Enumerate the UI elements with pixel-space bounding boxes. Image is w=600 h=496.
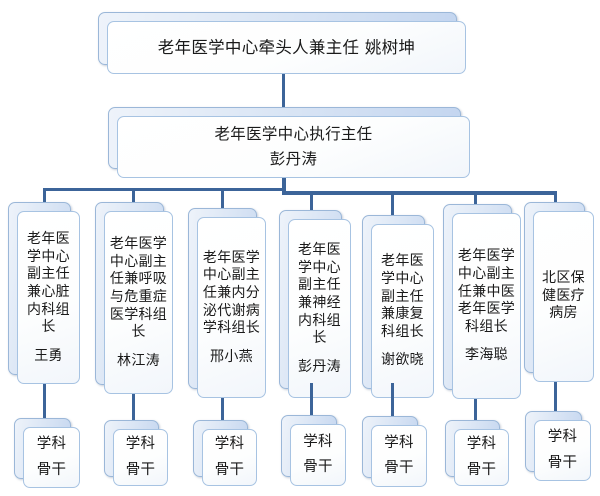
org-node-staff-4[interactable]: 学科 骨干	[281, 415, 346, 486]
org-node-staff-7[interactable]: 学科 骨干	[525, 411, 591, 481]
node-title: 老年医学中心副主任兼中医老年医学科组长	[457, 248, 516, 335]
connector-staff-4	[310, 383, 313, 415]
node-title: 老年医学中心副主任兼内分泌代谢病学科组长	[202, 249, 261, 337]
connector-drop-5	[391, 191, 394, 216]
node-card: 老年医学中心副主任兼内分泌代谢病学科组长 邢小燕	[197, 217, 266, 398]
org-node-deputy-cardiology[interactable]: 老年医学中心副主任兼心脏内科组长 王勇	[8, 202, 80, 384]
connector-drop-6	[474, 191, 477, 205]
org-node-head[interactable]: 老年医学中心牵头人兼主任 姚树坤	[98, 12, 466, 74]
node-person: 邢小燕	[210, 348, 253, 365]
node-title: 学科 骨干	[547, 429, 578, 471]
org-node-staff-5[interactable]: 学科 骨干	[362, 416, 427, 487]
node-title: 老年医学中心副主任兼神经内科组长	[298, 242, 341, 347]
node-card: 老年医学中心副主任兼康复科组长 谢欲晓	[371, 224, 434, 398]
node-card: 老年医学中心牵头人兼主任 姚树坤	[107, 21, 466, 74]
connector-staff-7	[554, 382, 557, 411]
connector-staff-3	[221, 398, 224, 420]
node-title: 学科 骨干	[384, 434, 414, 476]
connector-exec-stem	[282, 178, 286, 191]
org-node-deputy-rehabilitation[interactable]: 老年医学中心副主任兼康复科组长 谢欲晓	[362, 215, 434, 398]
org-node-deputy-tcm-geriatrics[interactable]: 老年医学中心副主任兼中医老年医学科组长 李海聪	[443, 204, 521, 399]
node-card: 学科 骨干	[454, 429, 509, 486]
node-card: 学科 骨干	[371, 425, 427, 487]
org-node-staff-3[interactable]: 学科 骨干	[193, 420, 257, 486]
org-node-executive-director[interactable]: 老年医学中心执行主任 彭丹涛	[108, 107, 470, 178]
org-node-deputy-respiratory[interactable]: 老年医学中心副主任兼呼吸与危重症医学科组长 林江涛	[95, 202, 173, 394]
node-title: 学科 骨干	[303, 433, 333, 475]
node-card: 老年医学中心副主任兼呼吸与危重症医学科组长 林江涛	[104, 211, 173, 394]
node-card: 北区保健医疗病房	[533, 211, 594, 382]
node-card: 老年医学中心副主任兼神经内科组长 彭丹涛	[288, 219, 351, 398]
node-card: 老年医学中心副主任兼中医老年医学科组长 李海聪	[452, 213, 521, 399]
connector-drop-4	[310, 191, 313, 211]
node-title: 学科 骨干	[125, 436, 156, 478]
connector-head-to-exec	[282, 74, 285, 108]
node-title: 老年医学中心副主任兼呼吸与危重症医学科组长	[109, 236, 168, 341]
connector-drop-2	[132, 188, 135, 202]
node-title: 老年医学中心副主任兼心脏内科组长	[27, 231, 70, 336]
node-person: 彭丹涛	[269, 149, 318, 168]
node-card: 学科 骨干	[290, 424, 346, 486]
node-card: 学科 骨干	[23, 427, 80, 488]
node-card: 学科 骨干	[534, 420, 591, 481]
org-node-staff-6[interactable]: 学科 骨干	[445, 420, 509, 486]
node-title: 学科 骨干	[466, 436, 497, 478]
connector-staff-1	[43, 384, 46, 418]
connector-drop-1	[43, 188, 46, 202]
node-title: 老年医学中心牵头人兼主任 姚树坤	[157, 37, 416, 57]
connector-staff-6	[474, 399, 477, 420]
node-title: 学科 骨干	[214, 436, 245, 478]
node-title: 老年医学中心执行主任	[214, 124, 373, 143]
org-node-deputy-neurology[interactable]: 老年医学中心副主任兼神经内科组长 彭丹涛	[279, 210, 351, 398]
connector-staff-2	[132, 394, 135, 420]
connector-bus-right	[282, 191, 557, 195]
org-node-staff-2[interactable]: 学科 骨干	[104, 420, 168, 486]
node-person: 林江涛	[117, 352, 160, 369]
connector-drop-7	[554, 191, 557, 203]
node-title: 学科 骨干	[36, 436, 67, 478]
node-person: 王勇	[34, 347, 63, 364]
node-person: 谢欲晓	[381, 352, 424, 369]
node-card: 学科 骨干	[202, 429, 257, 486]
node-card: 老年医学中心执行主任 彭丹涛	[117, 116, 470, 178]
node-card: 老年医学中心副主任兼心脏内科组长 王勇	[17, 211, 80, 384]
org-node-staff-1[interactable]: 学科 骨干	[14, 418, 80, 488]
node-title: 老年医学中心副主任兼康复科组长	[381, 253, 424, 340]
node-person: 彭丹涛	[298, 358, 341, 375]
node-person: 李海聪	[465, 347, 508, 364]
connector-bus-left	[43, 188, 286, 191]
org-node-deputy-endocrinology[interactable]: 老年医学中心副主任兼内分泌代谢病学科组长 邢小燕	[188, 208, 266, 398]
connector-staff-5	[391, 383, 394, 416]
node-title: 北区保健医疗病房	[542, 270, 585, 322]
connector-drop-3	[221, 191, 224, 208]
org-node-north-district-ward[interactable]: 北区保健医疗病房	[524, 202, 594, 382]
node-card: 学科 骨干	[113, 429, 168, 486]
